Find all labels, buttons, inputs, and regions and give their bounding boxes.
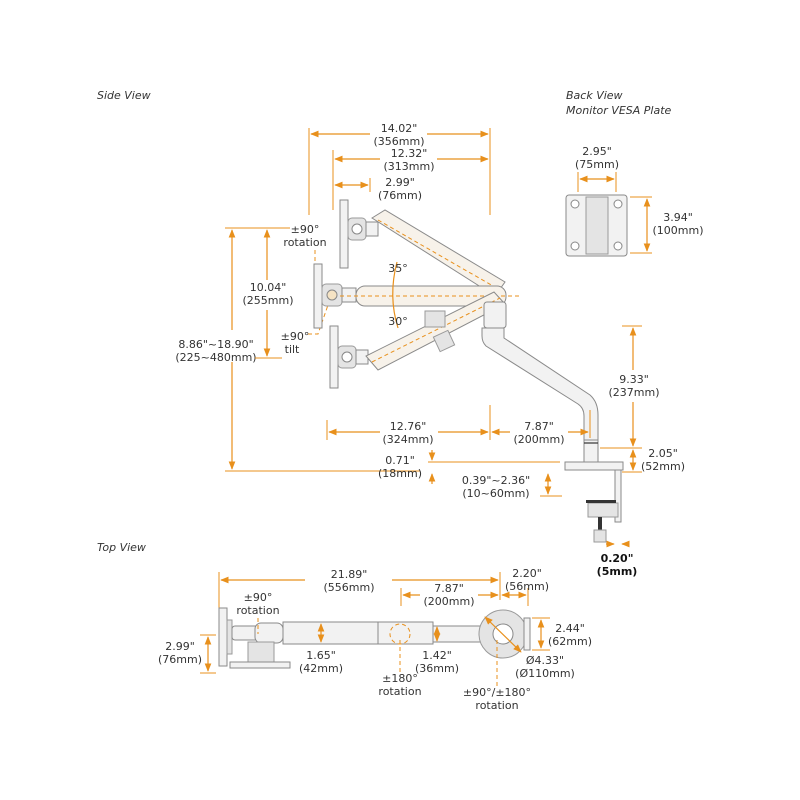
arm-upper-position (371, 209, 506, 297)
base-diameter-in: Ø4.33" (526, 654, 564, 667)
total-length-in: 21.89" (331, 568, 368, 581)
top-lower-arm-in: 7.87" (434, 582, 464, 595)
base-diameter-arrow (484, 616, 522, 653)
vesa-height-mm: (100mm) (652, 224, 703, 237)
monitor-head-upper (339, 199, 379, 269)
upper-arm-mm: (324mm) (382, 433, 433, 446)
top-total-length-dim: 21.89" (556mm) (218, 568, 501, 610)
lower-arm-width-in: 1.42" (422, 649, 452, 662)
head-width-dim: 2.99" (76mm) (158, 634, 216, 674)
top-view-arm (218, 607, 531, 669)
lower-arm-in: 7.87" (524, 420, 554, 433)
monitor-head-lower (329, 325, 369, 389)
top-base-offset-dim: 2.20" (56mm) (501, 567, 549, 606)
vesa-width-dim: 2.95" (75mm) (575, 145, 619, 192)
head-depth-in: 2.99" (385, 176, 415, 189)
base-width-in: 2.44" (555, 622, 585, 635)
clamp-offset-in: 0.20" (601, 552, 634, 565)
lower-arm-length-dim: 7.87" (200mm) (491, 410, 591, 446)
back-view-title: Back View (566, 89, 623, 102)
top-view-title: Top View (97, 541, 146, 554)
side-tilt-label: tilt (285, 343, 300, 356)
pole-height-in: 9.33" (619, 373, 649, 386)
upper-arm-width-mm: (42mm) (299, 662, 343, 675)
base-offset-in: 2.20" (512, 567, 542, 580)
overall-reach-mm: (356mm) (373, 135, 424, 148)
base-plate-mm: (18mm) (378, 467, 422, 480)
base-plate-in: 0.71" (385, 454, 415, 467)
base-rotation-value: ±90°/±180° (463, 686, 531, 699)
side-rotation-label: rotation (283, 236, 326, 249)
lower-arm-width-mm: (36mm) (415, 662, 459, 675)
height-range-mm: (225~480mm) (175, 351, 256, 364)
pole-height-mm: (237mm) (608, 386, 659, 399)
monitor-head-middle (313, 263, 357, 329)
side-head-depth-dim: 2.99" (76mm) (334, 176, 422, 202)
head-rotation-value: ±90° (244, 591, 273, 604)
base-height-mm: (52mm) (641, 460, 685, 473)
clamp-offset-mm: (5mm) (597, 565, 638, 578)
upper-arm-width-in: 1.65" (306, 649, 336, 662)
upper-arm-length-dim: 12.76" (324mm) (326, 405, 491, 446)
upper-arm-width-dim: 1.65" (42mm) (299, 623, 343, 675)
head-width-mm: (76mm) (158, 653, 202, 666)
head-width-in: 2.99" (165, 640, 195, 653)
angle-up-label: 35° (388, 262, 408, 275)
lower-arm-body (481, 301, 624, 543)
tilt-angle-arc (392, 261, 399, 329)
arm-reach-in: 12.32" (391, 147, 428, 160)
elbow-rotation-label: rotation (378, 685, 421, 698)
lower-arm-width-dim: 1.42" (36mm) (415, 626, 459, 675)
base-width-mm: (62mm) (548, 635, 592, 648)
vesa-plate-title: Monitor VESA Plate (566, 104, 672, 117)
base-plate-dim: 0.71" (18mm) (378, 450, 560, 484)
total-length-mm: (556mm) (323, 581, 374, 594)
desk-thickness-mm: (10~60mm) (462, 487, 529, 500)
arm-lower-position (365, 291, 506, 371)
overall-reach-in: 14.02" (381, 122, 418, 135)
desk-thickness-dim: 0.39"~2.36" (10~60mm) (462, 473, 562, 500)
side-rotation-value: ±90° (291, 223, 320, 236)
base-height-in: 2.05" (648, 447, 678, 460)
vertical-travel-mm: (255mm) (242, 294, 293, 307)
elbow-rotation-value: ±180° (382, 672, 418, 685)
height-range-in: 8.86"~18.90" (178, 338, 253, 351)
side-overall-reach-dim: 14.02" (356mm) (308, 122, 491, 215)
top-lower-arm-dim: 7.87" (200mm) (400, 582, 499, 608)
head-rotation-label: rotation (236, 604, 279, 617)
base-diameter-mm: (Ø110mm) (515, 667, 575, 680)
side-height-range-dim: 8.86"~18.90" (225~480mm) (175, 227, 420, 472)
lower-arm-mm: (200mm) (513, 433, 564, 446)
side-view-title: Side View (97, 89, 151, 102)
vesa-height-dim: 3.94" (100mm) (630, 196, 704, 254)
base-offset-mm: (56mm) (505, 580, 549, 593)
angle-down-label: 30° (388, 315, 408, 328)
base-rotation-label: rotation (475, 699, 518, 712)
arm-reach-mm: (313mm) (383, 160, 434, 173)
base-height-dim: 2.05" (52mm) (622, 447, 685, 473)
vesa-width-mm: (75mm) (575, 158, 619, 171)
upper-arm-in: 12.76" (390, 420, 427, 433)
clamp-offset-dim: 0.20" (5mm) (597, 540, 638, 578)
vesa-plate (565, 194, 628, 257)
vesa-height-in: 3.94" (663, 211, 693, 224)
vesa-width-in: 2.95" (582, 145, 612, 158)
pole-height-dim: 9.33" (237mm) (600, 325, 660, 449)
side-tilt-value: ±90° (281, 330, 310, 343)
base-width-dim: 2.44" (62mm) (532, 617, 592, 651)
side-arm-reach-dim: 12.32" (313mm) (332, 147, 489, 210)
vertical-travel-in: 10.04" (250, 281, 287, 294)
desk-thickness-in: 0.39"~2.36" (462, 474, 530, 487)
side-vertical-travel-dim: 10.04" (255mm) (242, 229, 294, 359)
top-lower-arm-mm: (200mm) (423, 595, 474, 608)
head-depth-mm: (76mm) (378, 189, 422, 202)
